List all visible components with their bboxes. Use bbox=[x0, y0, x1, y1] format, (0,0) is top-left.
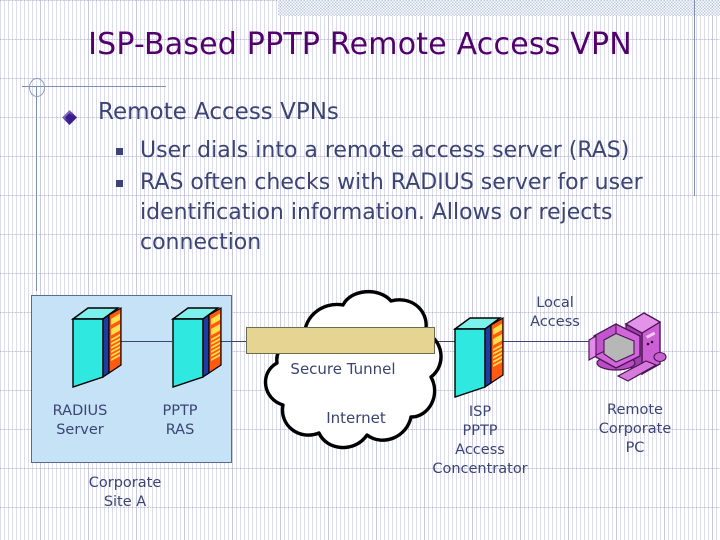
label-remote-corporate-pc: Remote Corporate PC bbox=[598, 402, 672, 456]
link-tunnel-to-isp bbox=[430, 341, 462, 342]
secure-tunnel-bar bbox=[246, 327, 435, 354]
label-pptp-ras: PPTP RAS bbox=[162, 403, 198, 438]
link-radius-to-ras bbox=[106, 341, 172, 342]
right-vertical-rule bbox=[694, 0, 695, 196]
square-bullet-icon bbox=[116, 180, 123, 187]
server-icon-isp bbox=[452, 315, 505, 400]
label-isp-concentrator: ISP PPTP Access Concentrator bbox=[432, 404, 528, 477]
square-bullet-icon bbox=[116, 148, 123, 155]
label-corporate-site: Corporate Site A bbox=[88, 475, 162, 510]
bullet-level2-item: RAS often checks with RADIUS server for … bbox=[112, 168, 702, 258]
bullet-level2-list: User dials into a remote access server (… bbox=[112, 136, 702, 260]
label-internet: Internet bbox=[326, 409, 386, 427]
server-icon-radius bbox=[70, 305, 123, 390]
bullet-level2-item: User dials into a remote access server (… bbox=[112, 136, 702, 166]
slide-title: ISP-Based PPTP Remote Access VPN bbox=[88, 27, 632, 62]
bullet-level2-label: RAS often checks with RADIUS server for … bbox=[140, 170, 643, 255]
link-ras-to-tunnel bbox=[206, 341, 250, 342]
desktop-computer-icon-remote-pc bbox=[586, 306, 670, 388]
server-icon-pptp-ras bbox=[170, 305, 223, 390]
diamond-bullet-icon bbox=[62, 104, 77, 125]
label-local-access: Local Access bbox=[530, 295, 580, 330]
bullet-level2-label: User dials into a remote access server (… bbox=[140, 138, 630, 163]
label-radius-server: RADIUS Server bbox=[52, 403, 108, 438]
link-isp-to-pc bbox=[500, 341, 605, 342]
decor-vertical-rule bbox=[36, 86, 37, 291]
decor-circle bbox=[29, 78, 45, 97]
bullet-level1-label: Remote Access VPNs bbox=[98, 99, 339, 125]
decor-horizontal-rule bbox=[22, 86, 166, 87]
label-secure-tunnel: Secure Tunnel bbox=[290, 360, 396, 378]
top-checker-band bbox=[278, 0, 720, 16]
